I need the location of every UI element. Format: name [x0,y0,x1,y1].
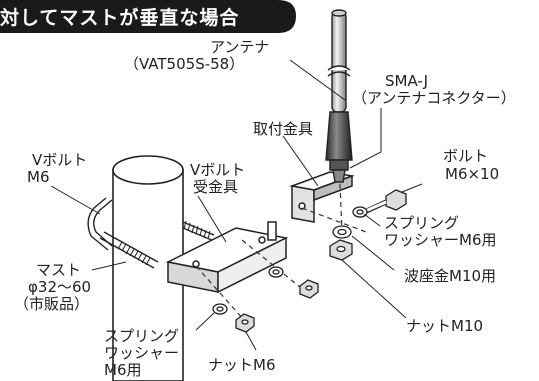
spring-washer-m6-lower [212,303,228,315]
label-vbolt-line2: M6 [27,168,50,186]
spring-washer-m6-right [352,206,368,218]
antenna-whip [325,9,353,183]
label-wave-washer: 波座金M10用 [404,267,497,285]
label-antenna-line2: （VAT505S-58） [124,55,245,73]
label-spring-washer-right-line1: スプリング [384,214,460,232]
label-vbolt-line1: Vボルト [32,151,88,169]
label-nut-m10: ナットM10 [406,317,484,335]
assembly-dash-lines-left [195,239,307,321]
label-mast-line1: マスト [36,261,82,279]
label-vbolt-holder-line1: Vボルト [190,161,246,179]
leader-lines [50,59,423,351]
v-bolt-holder-bracket [165,221,289,294]
label-antenna-line1: アンテナ [210,38,270,56]
label-sma-line2: （アンテナコネクター） [352,89,516,107]
spring-washer-m6-upper [268,266,284,278]
label-bolt-line1: ボルト [443,147,489,165]
banner-shape [0,0,296,33]
label-vbolt-holder-line2: 受金具 [193,178,239,196]
label-nut-m6: ナットM6 [208,356,276,374]
title-banner: 対してマストが垂直な場合 [0,0,296,33]
label-mast-line3: （市販品） [14,295,90,313]
nut-m6-upper [299,279,319,299]
nut-m10 [329,239,353,261]
wave-washer-m10 [332,225,352,239]
nut-m6-lower [235,313,255,333]
label-spring-washer-right-line2: ワッシャーM6用 [384,231,497,249]
label-spring-washer-left-line2: ワッシャー [104,344,180,362]
label-spring-washer-left-line3: M6用 [104,361,142,379]
label-mast-line2: φ32〜60 [28,278,92,296]
assembly-dash-lines-right [301,183,367,233]
label-bracket: 取付金具 [253,120,314,138]
label-bolt-line2: M6×10 [445,165,500,183]
v-bolt-threads [117,220,211,266]
banner-text: 対してマストが垂直な場合 [0,7,240,29]
label-spring-washer-left-line1: スプリング [104,327,180,345]
label-sma-line1: SMA-J [385,72,429,90]
